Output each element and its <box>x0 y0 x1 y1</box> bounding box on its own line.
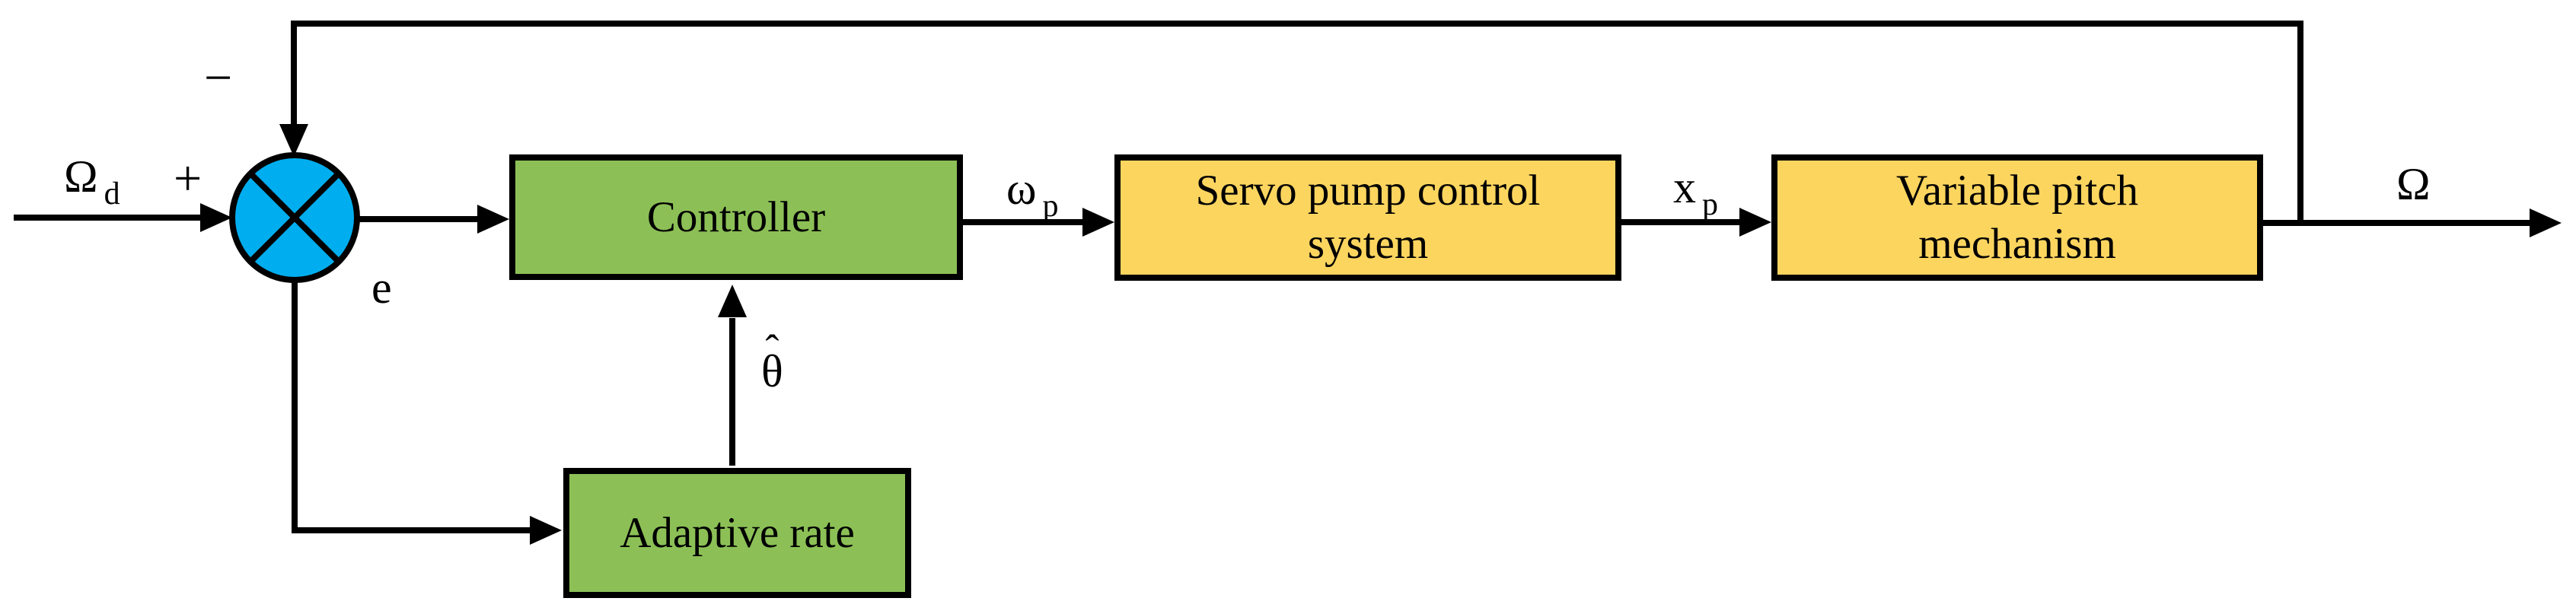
label-pump-speed-base: ω <box>1006 164 1037 214</box>
variable-pitch-block: Variable pitch mechanism <box>1771 154 2263 281</box>
error-arrowhead-icon <box>477 205 509 234</box>
reference-arrowhead-icon <box>200 203 232 232</box>
pitch-displacement-arrowhead-icon <box>1739 208 1771 237</box>
feedback-arrowhead-icon <box>279 124 308 157</box>
label-pitch-displacement-base: x <box>1673 162 1696 212</box>
label-minus-sign: − <box>204 50 233 106</box>
feedback-line <box>291 21 2303 223</box>
label-error-signal: e <box>371 262 392 313</box>
pump-speed-arrowhead-icon <box>1082 208 1114 237</box>
label-pump-speed-subscript: p <box>1042 189 1059 224</box>
label-pitch-displacement-subscript: p <box>1702 187 1718 222</box>
adaptive-branch-arrowhead-icon <box>530 516 562 545</box>
output-arrowhead-icon <box>2530 208 2562 237</box>
summing-junction-cross-icon <box>248 171 341 264</box>
summing-junction <box>229 152 360 283</box>
label-reference-base: Ω <box>64 151 98 202</box>
adaptive-rate-block: Adaptive rate <box>563 468 911 598</box>
controller-block: Controller <box>509 154 963 280</box>
label-reference-subscript: d <box>104 177 120 212</box>
servo-pump-block: Servo pump control system <box>1114 154 1621 281</box>
label-plus-sign: + <box>174 151 202 206</box>
label-theta-estimate-signal: ˆ θ <box>761 329 783 394</box>
adaptive-branch-line <box>292 280 531 533</box>
theta-arrowhead-icon <box>718 285 747 317</box>
label-theta-base: θ <box>761 346 783 396</box>
label-output-signal: Ω <box>2396 159 2431 209</box>
